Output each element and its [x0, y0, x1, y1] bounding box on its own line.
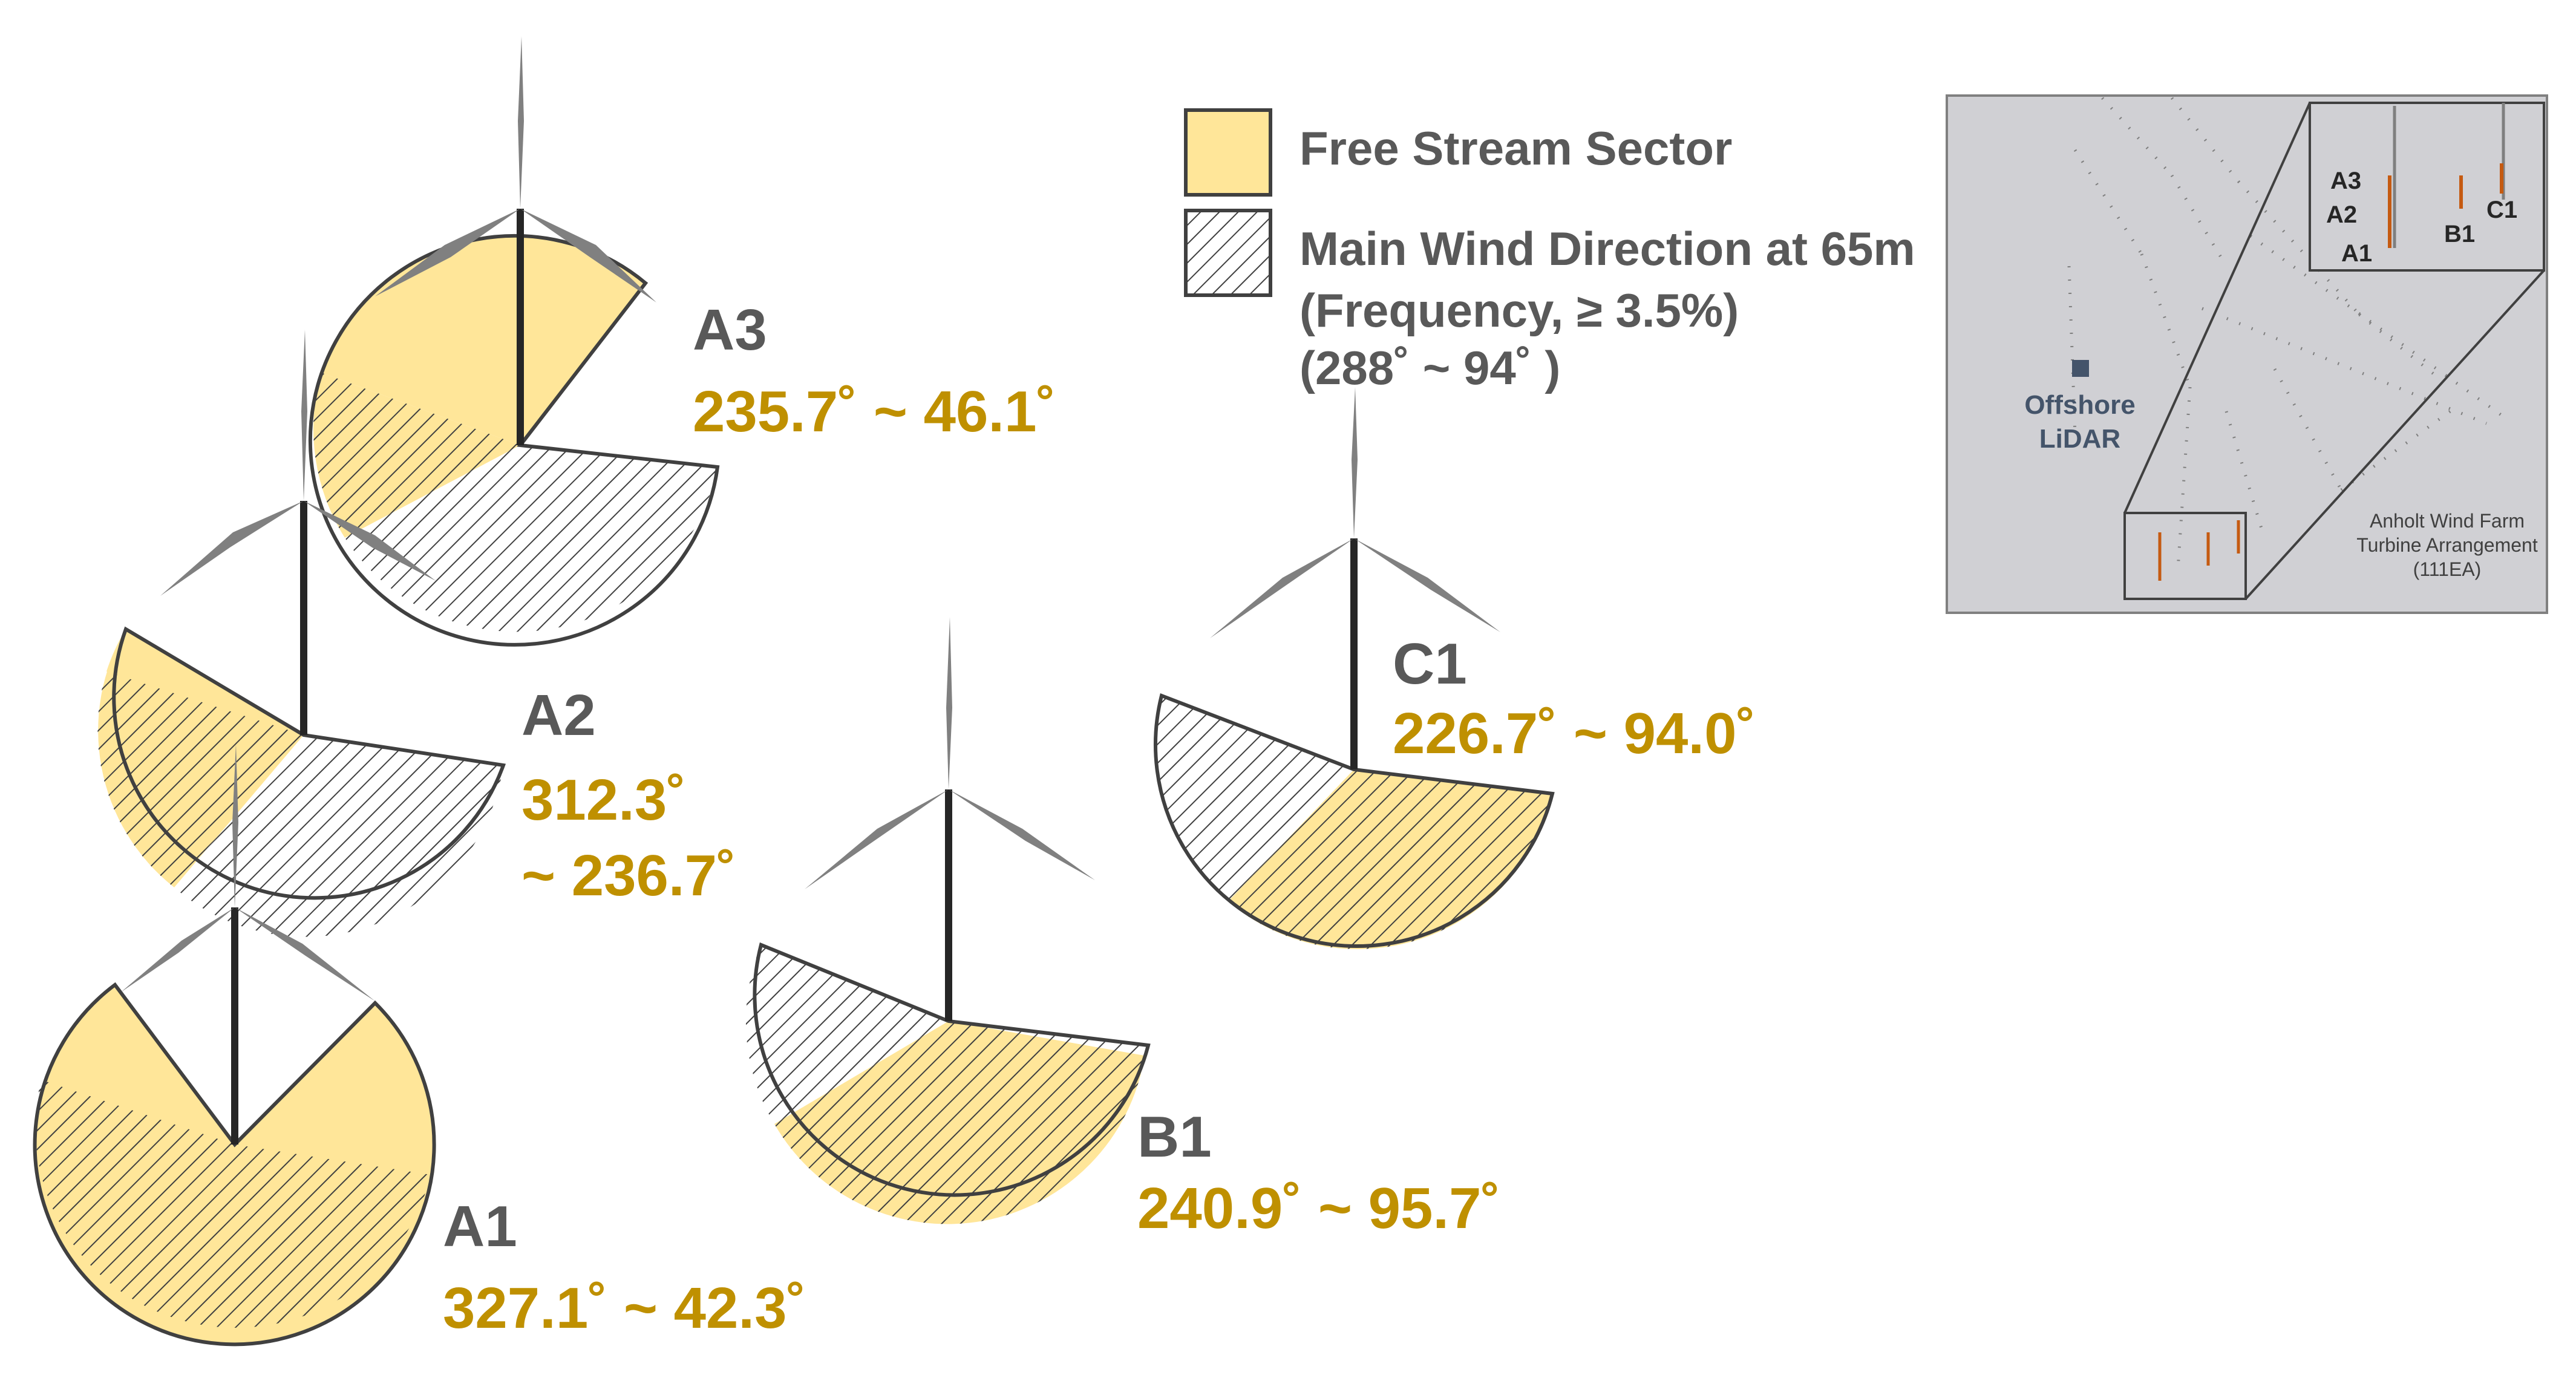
a1-main-wind-sector — [35, 1080, 431, 1328]
a2-range-label-line2: ~ 236.7˚ — [521, 843, 736, 908]
inset-zoomed-turbines — [2388, 103, 2505, 248]
a2-sector-plot — [97, 626, 506, 937]
c1-sector-plot — [1154, 693, 1555, 949]
b1-sector-plot — [745, 942, 1151, 1224]
legend-main-wind-swatch — [1184, 209, 1272, 297]
farm-caption-line1: Anholt Wind Farm — [2370, 510, 2525, 532]
a3-turbine-icon — [375, 36, 656, 445]
a2-sector-outline — [112, 626, 506, 900]
a1-range-label: 327.1˚ ~ 42.3˚ — [443, 1276, 806, 1341]
b1-main-wind-sector-right — [949, 1021, 1148, 1056]
a2-range-label-line1: 312.3˚ — [521, 768, 686, 832]
a1-turbine-name: A1 — [443, 1194, 517, 1259]
inset-zoom-lines — [2123, 102, 2545, 600]
inset-map: A3 A2 A1 B1 C1 Offshore LiDAR Anholt Win… — [1946, 94, 2548, 614]
turbine-a1-group — [33, 744, 436, 1347]
inset-label-c1: C1 — [2486, 197, 2517, 223]
legend-free-stream-swatch — [1184, 108, 1272, 197]
c1-main-wind-sector-hatch — [1154, 696, 1354, 901]
b1-sector-outline — [753, 942, 1151, 1197]
b1-turbine-icon — [805, 617, 1095, 1021]
a2-turbine-name: A2 — [521, 683, 596, 748]
turbine-a3-group — [308, 36, 720, 647]
farm-caption-line2: Turbine Arrangement — [2356, 534, 2538, 556]
c1-free-stream-hatched — [1228, 769, 1552, 949]
inset-highlight-box — [2123, 512, 2247, 600]
inset-highlight-turbines — [2158, 520, 2240, 581]
a1-turbine-icon — [121, 744, 375, 1145]
a3-range-label: 235.7˚ ~ 46.1˚ — [693, 379, 1056, 444]
a1-sector-plot — [33, 982, 436, 1347]
lidar-label-line2: LiDAR — [2039, 424, 2120, 454]
inset-label-a1: A1 — [2341, 240, 2372, 267]
c1-turbine-name: C1 — [1393, 632, 1467, 696]
farm-caption-line3: (111EA) — [2413, 558, 2482, 580]
turbine-c1-group — [1154, 387, 1555, 949]
inset-label-a3: A3 — [2330, 168, 2361, 194]
legend-free-stream-label: Free Stream Sector — [1299, 122, 1732, 175]
lidar-label-line1: Offshore — [2024, 390, 2135, 420]
a3-turbine-name: A3 — [693, 298, 767, 362]
legend-frequency-label: (Frequency, ≥ 3.5%) — [1299, 284, 1739, 337]
b1-main-wind-sector-left-hatch — [745, 945, 949, 1124]
a3-sector-plot — [308, 234, 720, 647]
inset-label-b1: B1 — [2444, 221, 2475, 247]
b1-range-label: 240.9˚ ~ 95.7˚ — [1137, 1176, 1500, 1241]
b1-turbine-name: B1 — [1137, 1105, 1212, 1169]
legend: Free Stream Sector Main Wind Direction a… — [1184, 108, 1915, 394]
a2-free-stream-hatched — [97, 671, 304, 887]
c1-turbine-icon — [1210, 387, 1500, 769]
a2-main-wind-sector-hatch — [174, 735, 503, 937]
a3-main-wind-sector-plain-hatch — [345, 445, 718, 632]
a2-free-stream-top — [106, 629, 304, 735]
legend-direction-range-label: (288˚ ~ 94˚ ) — [1299, 341, 1560, 394]
inset-zoom-labels: A3 A2 A1 B1 C1 — [2326, 168, 2517, 267]
a3-main-wind-sector — [313, 373, 520, 538]
c1-range-label: 226.7˚ ~ 94.0˚ — [1393, 701, 1756, 766]
inset-label-a2: A2 — [2326, 201, 2357, 228]
turbine-labels: A3 235.7˚ ~ 46.1˚ A2 312.3˚ ~ 236.7˚ A1 … — [443, 298, 1756, 1341]
c1-sector-outline — [1154, 693, 1555, 948]
a3-free-stream-sector — [321, 235, 646, 445]
legend-main-wind-label: Main Wind Direction at 65m — [1299, 222, 1915, 275]
a2-turbine-icon — [160, 330, 436, 735]
turbine-b1-group — [745, 617, 1151, 1224]
turbine-a2-group — [97, 330, 506, 937]
lidar-marker — [2072, 360, 2089, 377]
inset-turbine-rows — [2067, 97, 2506, 569]
a1-sector-outline — [33, 982, 436, 1347]
